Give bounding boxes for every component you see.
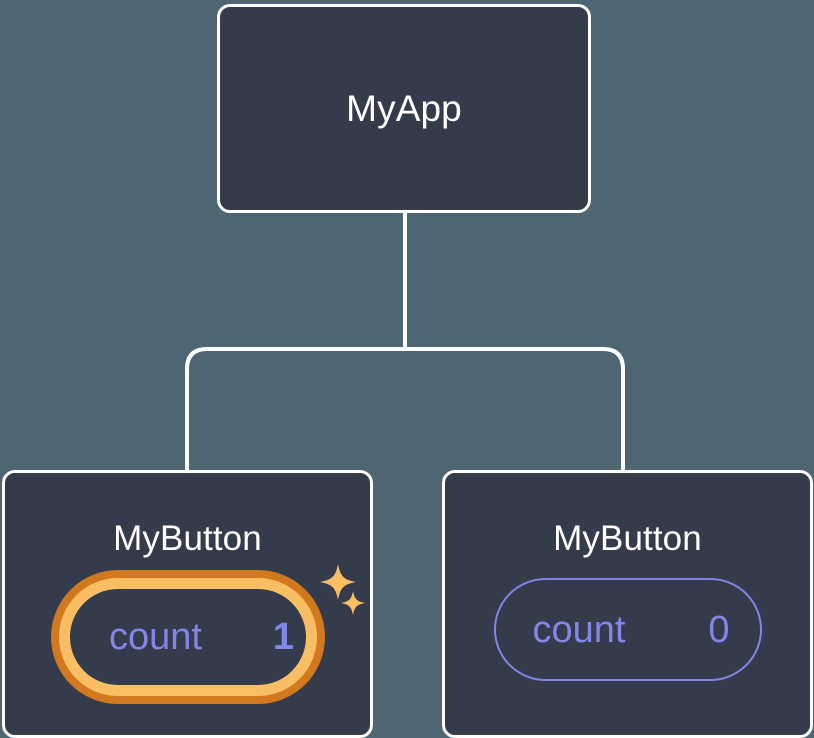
state-value-left: 1 <box>272 616 295 658</box>
node-mybutton-right[interactable]: MyButton count 0 <box>442 470 813 738</box>
node-myapp-label: MyApp <box>346 88 462 129</box>
state-pill-left[interactable]: count 1 <box>58 578 317 696</box>
state-pill-left-wrap: count 1 <box>58 578 317 696</box>
node-mybutton-left-label: MyButton <box>113 519 262 558</box>
state-key-left: count <box>109 616 202 658</box>
node-myapp[interactable]: MyApp <box>217 4 591 213</box>
state-key-right: count <box>532 608 626 651</box>
state-value-right: 0 <box>708 608 730 651</box>
node-mybutton-left[interactable]: MyButton count 1 <box>2 470 373 738</box>
state-pill-right[interactable]: count 0 <box>493 578 762 681</box>
node-mybutton-right-label: MyButton <box>553 519 702 558</box>
state-pill-right-wrap: count 0 <box>493 578 762 681</box>
